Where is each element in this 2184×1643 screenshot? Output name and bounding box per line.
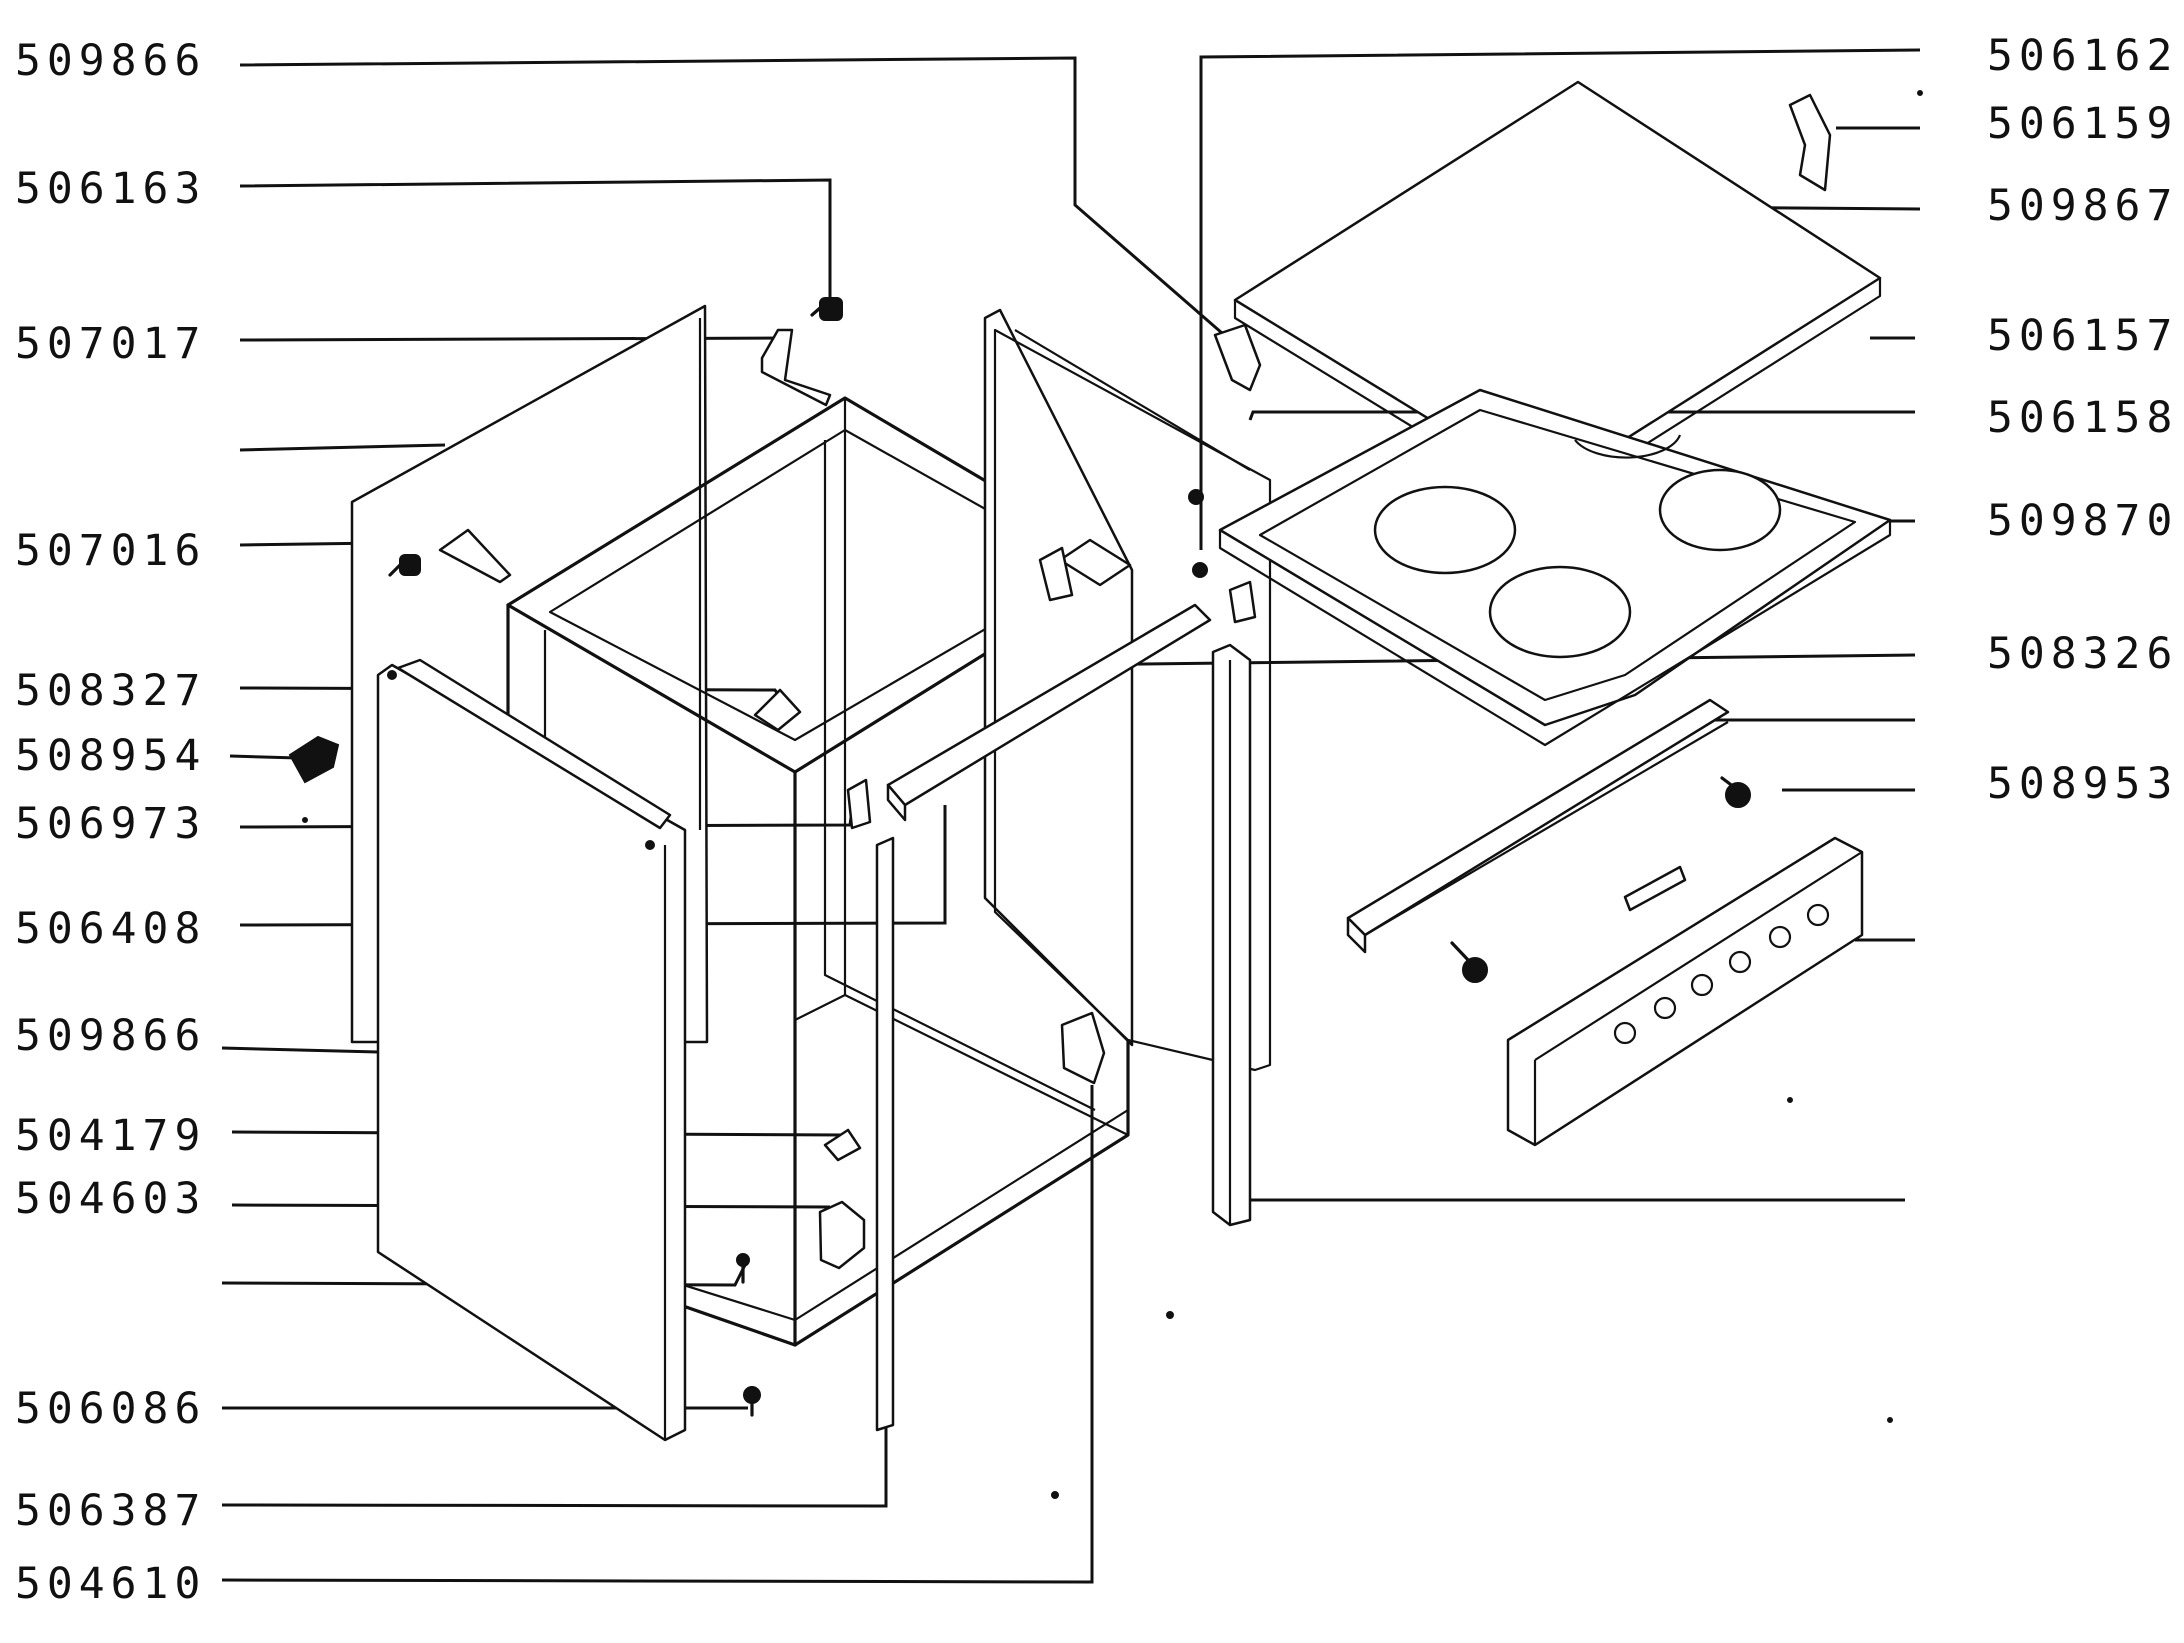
part-label: 508327 (15, 666, 207, 716)
hinges-brackets (438, 93, 1832, 1270)
part-label: 504179 (15, 1111, 207, 1161)
part-label: 506162 (1987, 31, 2179, 81)
part-label: 504603 (15, 1174, 207, 1224)
part-label: 509870 (1987, 496, 2179, 546)
part-label: 507016 (15, 526, 207, 576)
part-label: 506973 (15, 799, 207, 849)
part-label: 506387 (15, 1486, 207, 1536)
part-label: 506163 (15, 164, 207, 214)
screws (288, 297, 1751, 1417)
vertical-rod (875, 836, 895, 1432)
part-label: 506408 (15, 904, 207, 954)
part-label: 506086 (15, 1384, 207, 1434)
part-label: 508953 (1987, 759, 2179, 809)
part-label: 508954 (15, 731, 207, 781)
control-rail (1346, 698, 1730, 954)
front-panel (376, 658, 687, 1442)
cross-rail (886, 603, 1212, 822)
part-label: 507017 (15, 319, 207, 369)
cooktop (1218, 388, 1892, 747)
part-label: 506158 (1987, 393, 2179, 443)
part-label: 506157 (1987, 311, 2179, 361)
part-label: 509866 (15, 1011, 207, 1061)
control-panel (1506, 836, 1864, 1147)
right-side-panel (983, 308, 1272, 1072)
part-label: 504610 (15, 1559, 207, 1609)
part-label: 508326 (1987, 629, 2179, 679)
part-label: 509866 (15, 36, 207, 86)
part-label: 506159 (1987, 99, 2179, 149)
part-label: 509867 (1987, 181, 2179, 231)
corner-post (1211, 643, 1252, 1227)
specks (302, 90, 1923, 1499)
